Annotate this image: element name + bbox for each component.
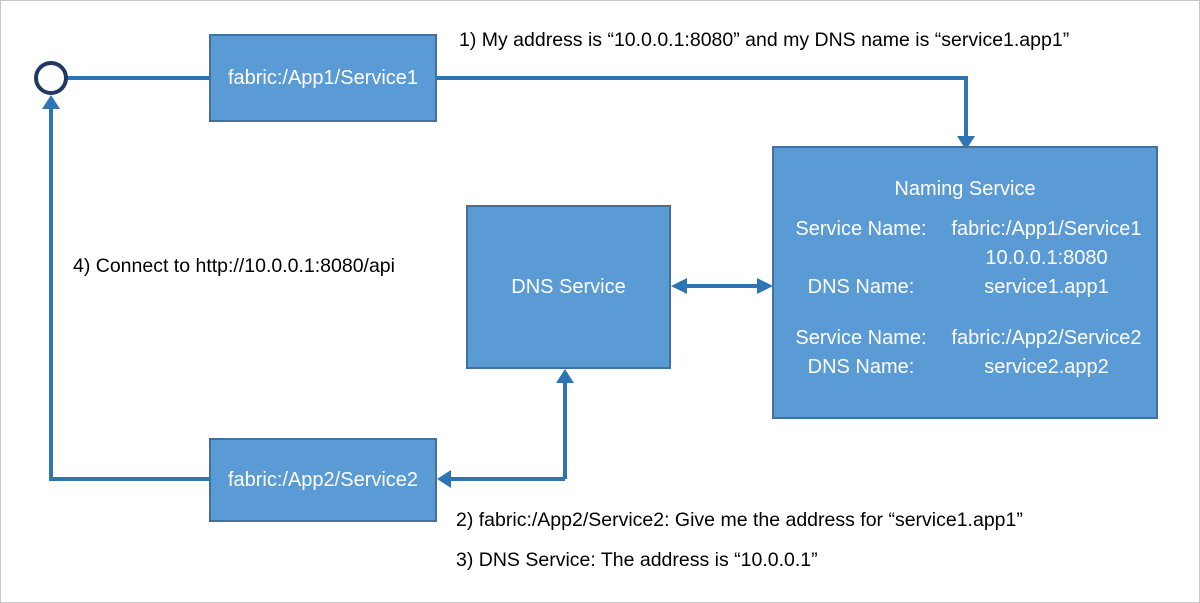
- connector-dns-to-app2: [437, 470, 565, 488]
- naming-row: 10.0.0.1:8080: [785, 244, 1156, 273]
- naming-row: Service Name: fabric:/App1/Service1: [785, 215, 1156, 244]
- node-app1-label: fabric:/App1/Service1: [227, 67, 419, 89]
- connector-app2-to-endpoint: [42, 95, 209, 481]
- naming-row-value: service1.app1: [984, 276, 1109, 298]
- naming-service-title: Naming Service: [894, 178, 1036, 200]
- connector-app2-to-dns: [556, 369, 574, 479]
- callout-step-1: 1) My address is “10.0.0.1:8080” and my …: [459, 29, 1070, 51]
- callout-step-3: 3) DNS Service: The address is “10.0.0.1…: [456, 549, 818, 571]
- callout-step-2: 2) fabric:/App2/Service2: Give me the ad…: [456, 509, 1023, 531]
- endpoint-circle: [34, 61, 209, 95]
- naming-row-key: DNS Name:: [807, 356, 915, 378]
- naming-row: DNS Name: service2.app2: [785, 353, 1156, 382]
- connector-dns-naming-bidirectional: [671, 278, 773, 294]
- node-dns-service[interactable]: DNS Service: [466, 205, 671, 369]
- node-app2-service2[interactable]: fabric:/App2/Service2: [209, 438, 437, 522]
- node-app1-service1[interactable]: fabric:/App1/Service1: [209, 34, 437, 122]
- naming-row-value: fabric:/App2/Service2: [951, 327, 1142, 349]
- naming-row-key: DNS Name:: [807, 276, 915, 298]
- callout-step-4: 4) Connect to http://10.0.0.1:8080/api: [73, 255, 395, 277]
- naming-row-value: fabric:/App1/Service1: [951, 218, 1142, 240]
- naming-row-key: Service Name:: [795, 327, 927, 349]
- naming-row-value: service2.app2: [984, 356, 1109, 378]
- naming-row: Service Name: fabric:/App2/Service2: [785, 324, 1156, 353]
- naming-row: DNS Name: service1.app1: [785, 273, 1156, 302]
- node-dns-label: DNS Service: [511, 276, 626, 298]
- naming-row-key: Service Name:: [795, 218, 927, 240]
- naming-row-key: [785, 244, 937, 273]
- node-app2-label: fabric:/App2/Service2: [227, 469, 419, 491]
- naming-entry-separator: [785, 302, 1156, 324]
- connector-app1-to-naming: [437, 76, 975, 150]
- node-naming-service[interactable]: Naming Service Service Name: fabric:/App…: [772, 146, 1158, 419]
- naming-row-value: 10.0.0.1:8080: [985, 247, 1108, 269]
- naming-service-entries: Service Name: fabric:/App1/Service1 10.0…: [774, 215, 1156, 382]
